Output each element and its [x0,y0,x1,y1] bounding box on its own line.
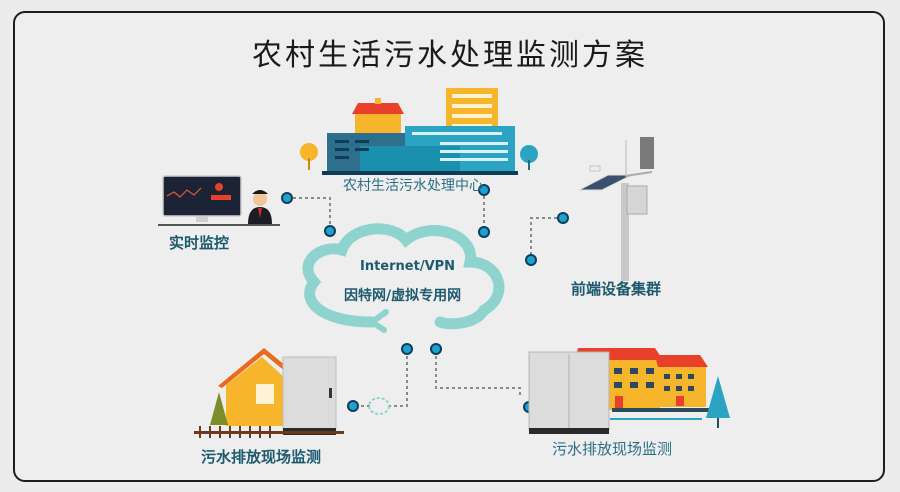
node-dot [557,212,569,224]
node-dot [281,192,293,204]
node-dot [347,400,359,412]
connector-frontend-cloud [530,217,563,258]
node-dot [478,226,490,238]
house-cabinet-icon [194,348,344,438]
node-dot [430,343,442,355]
connector-cloud-site-right [435,350,521,398]
connector-cloud-site-left [385,350,408,407]
cloud-icon [302,223,505,333]
node-dot [478,184,490,196]
office-buildings-icon [300,88,538,175]
connector-dots [281,184,569,415]
solar-monitoring-pole-icon [578,137,654,281]
frontend-label: 前端设备集群 [571,280,662,298]
node-dot [324,225,336,237]
computer-operator-icon [158,175,280,226]
node-dot [525,254,537,266]
connector-monitor-cloud [287,197,331,229]
site-left-label: 污水排放现场监测 [201,448,322,466]
school-cabinet-icon [528,348,730,434]
junction-ring [368,397,390,415]
page-title: 农村生活污水处理监测方案 [252,38,648,73]
monitor-label: 实时监控 [169,234,230,252]
connector-lines [287,190,563,407]
cloud-line-2: 因特网/虚拟专用网 [344,288,462,304]
cloud-line-1: Internet/VPN [360,259,456,274]
site-right-label: 污水排放现场监测 [552,440,673,458]
center-label: 农村生活污水处理中心 [343,178,483,194]
node-dot [401,343,413,355]
